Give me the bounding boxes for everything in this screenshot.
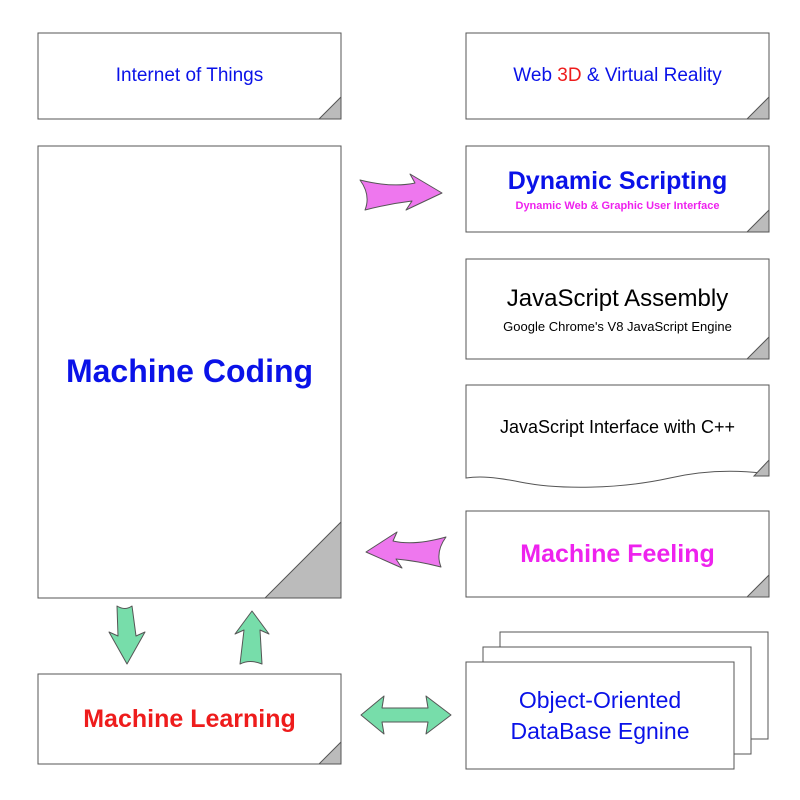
arrow-coding-to-scripting [359, 173, 443, 211]
dynamic-scripting-subtitle: Dynamic Web & Graphic User Interface [515, 200, 720, 212]
machine-coding-text: Machine Coding [65, 352, 314, 389]
box-machine-learning [37, 673, 342, 765]
oodb-line1: Object-Oriented [518, 686, 682, 713]
box-javascript-assembly [465, 258, 770, 360]
box-machine-coding [37, 145, 342, 599]
label-dynamic-scripting: Dynamic Scripting Dynamic Web & Graphic … [466, 146, 769, 232]
arrow-learning-oodb [360, 695, 452, 735]
machine-learning-text: Machine Learning [83, 704, 296, 733]
web3d-text-before: Web [513, 65, 558, 86]
label-internet-of-things: Internet of Things [38, 33, 341, 119]
js-assembly-subtitle: Google Chrome's V8 JavaScript Engine [503, 319, 732, 334]
box-machine-feeling [465, 510, 770, 598]
label-machine-feeling: Machine Feeling [466, 511, 769, 597]
dynamic-scripting-title: Dynamic Scripting [507, 167, 728, 195]
js-interface-text: JavaScript Interface with C++ [499, 416, 736, 437]
machine-feeling-text: Machine Feeling [520, 539, 715, 568]
arrow-feeling-to-coding [365, 531, 447, 569]
box-web3d [465, 32, 770, 120]
iot-text: Internet of Things [115, 65, 264, 86]
web3d-text-highlight: 3D [557, 65, 582, 86]
arrow-learning-to-coding [234, 610, 270, 665]
label-javascript-assembly: JavaScript Assembly Google Chrome's V8 J… [466, 259, 769, 359]
oodb-line2: DataBase Egnine [510, 717, 690, 744]
label-web3d: Web 3D & Virtual Reality [466, 33, 769, 119]
box-dynamic-scripting [465, 145, 770, 233]
label-javascript-interface: JavaScript Interface with C++ [466, 395, 769, 459]
label-oodb: Object-Oriented DataBase Egnine [466, 662, 734, 769]
arrow-coding-to-learning [108, 605, 146, 665]
web3d-text-after: & Virtual Reality [581, 65, 722, 86]
label-machine-coding: Machine Coding [38, 336, 341, 406]
box-javascript-interface [465, 384, 770, 488]
label-machine-learning: Machine Learning [38, 674, 341, 764]
box-internet-of-things [37, 32, 342, 120]
box-oodb-stack [465, 631, 769, 770]
js-assembly-title: JavaScript Assembly [506, 285, 729, 312]
